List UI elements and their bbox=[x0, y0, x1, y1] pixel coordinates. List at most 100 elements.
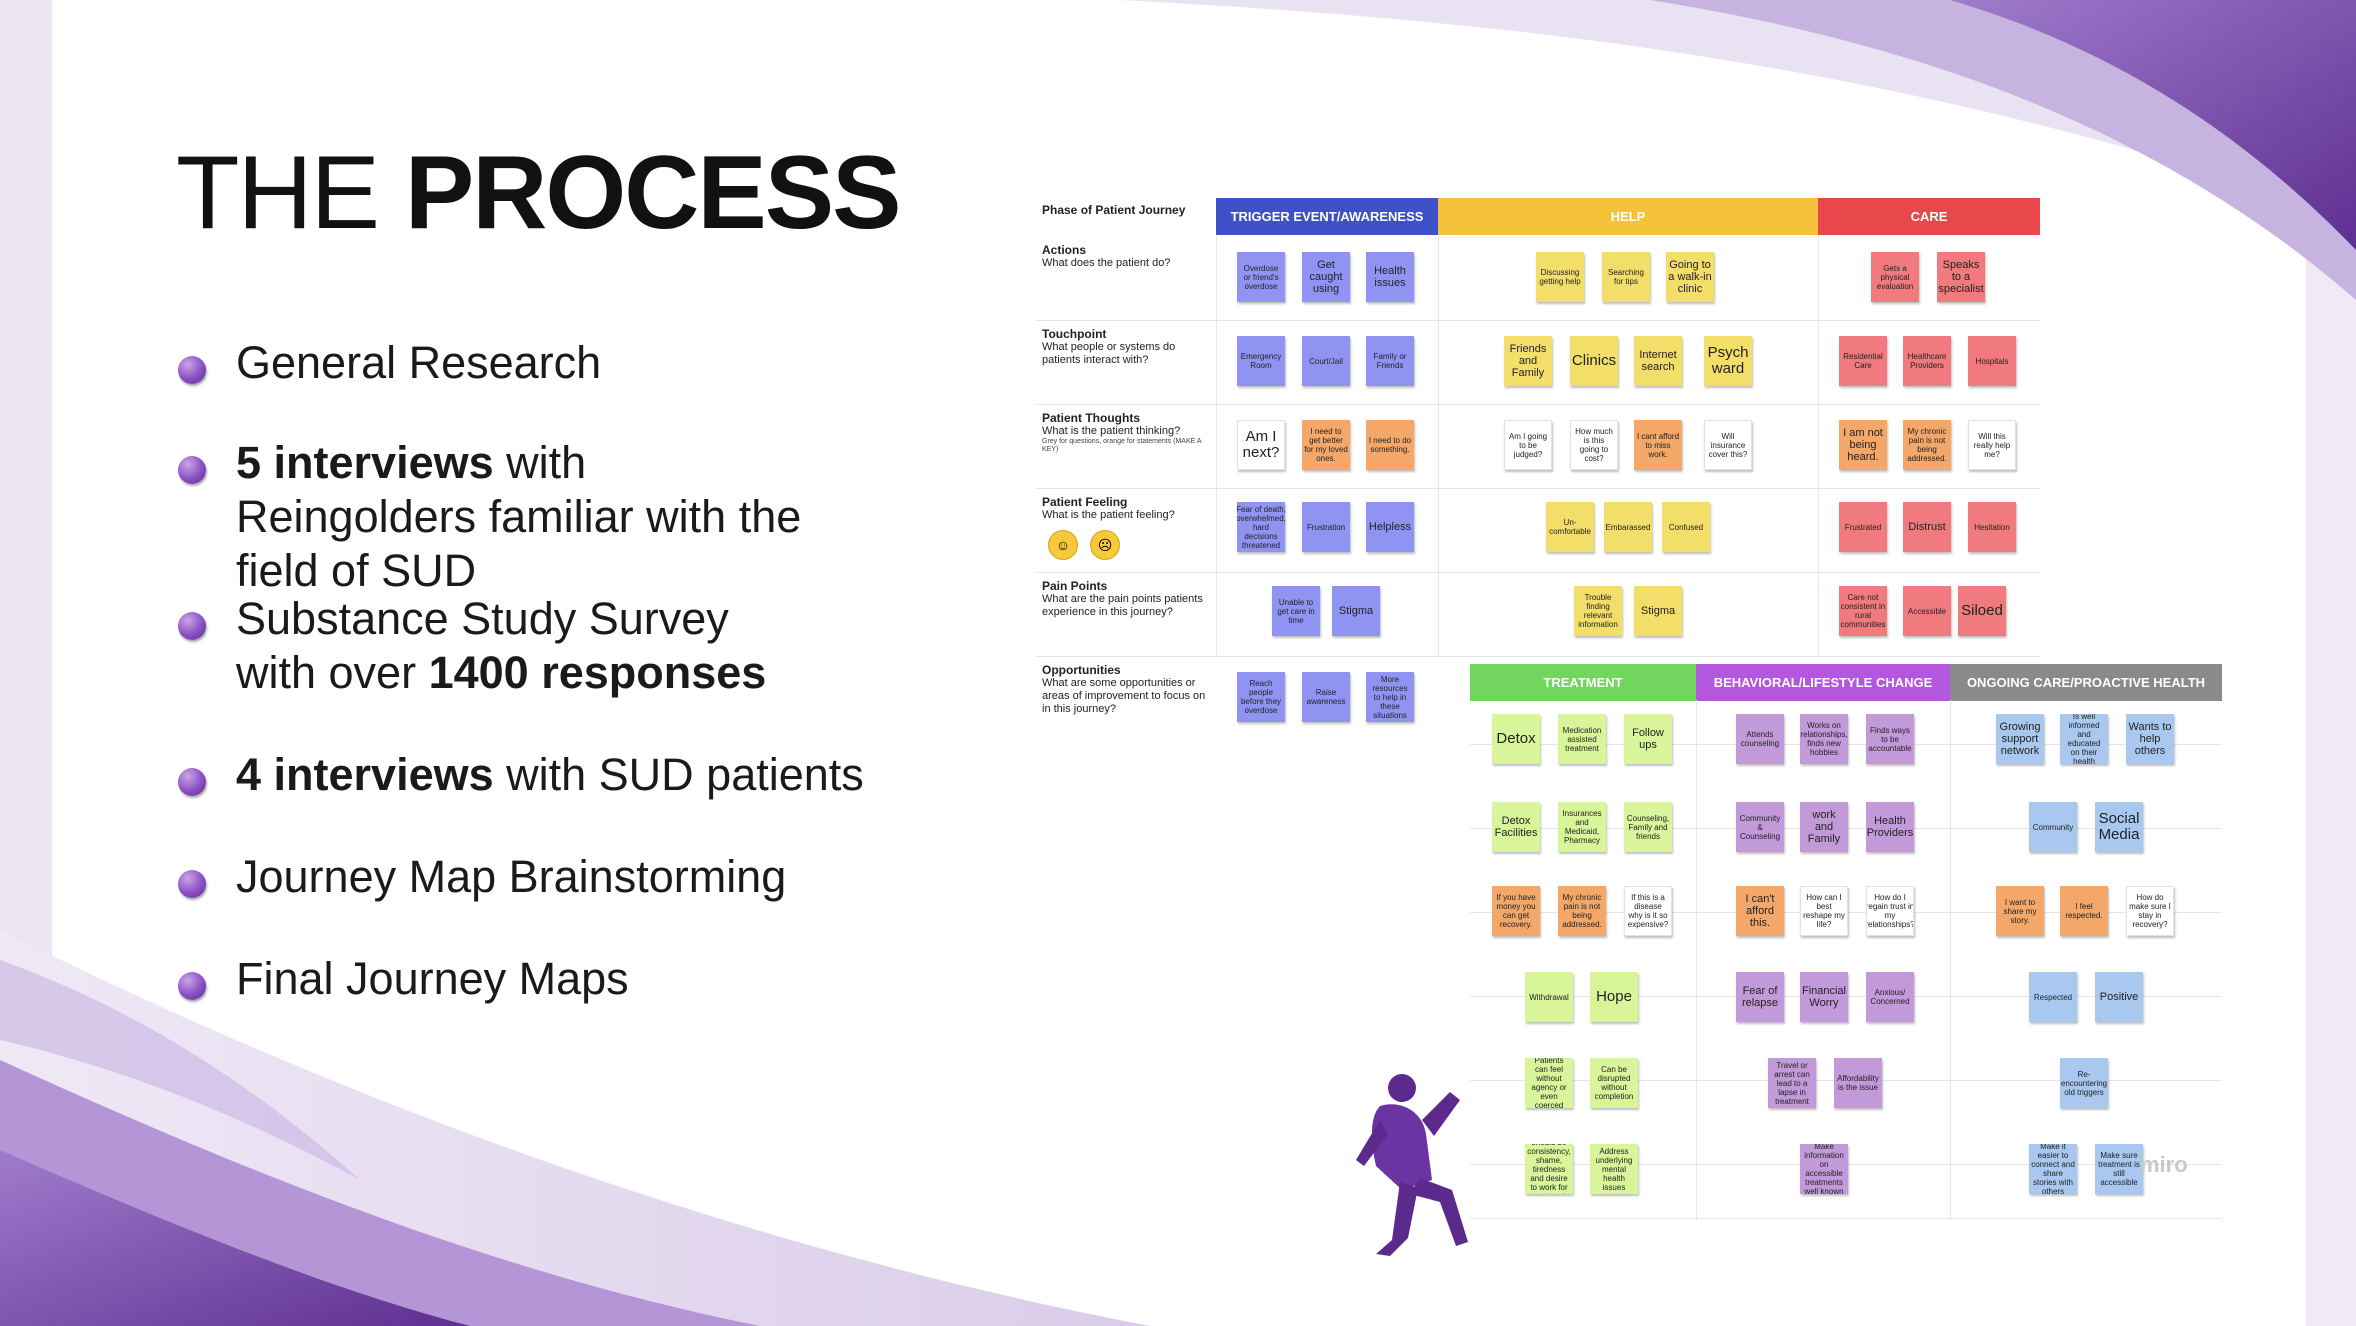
sticky-note: Discussing getting help bbox=[1536, 252, 1584, 302]
sticky-note: Internet search bbox=[1634, 336, 1682, 386]
sticky-note: Community bbox=[2029, 802, 2077, 852]
sticky-note: Embarassed bbox=[1604, 502, 1652, 552]
sticky-note: Fear of relapse bbox=[1736, 972, 1784, 1022]
sticky-note: Get caught using bbox=[1302, 252, 1350, 302]
bullet-item: Final Journey Maps bbox=[178, 952, 629, 1006]
bullet-icon bbox=[178, 870, 206, 898]
sticky-note: Am I next? bbox=[1237, 420, 1285, 470]
sticky-note: Confused bbox=[1662, 502, 1710, 552]
bullet-item: 4 interviews with SUD patients bbox=[178, 748, 864, 802]
bullet-icon bbox=[178, 612, 206, 640]
sticky-note: Reach people before they overdose bbox=[1237, 672, 1285, 722]
sticky-note: Hospitals bbox=[1968, 336, 2016, 386]
sticky-note: My chronic pain is not being addressed. bbox=[1558, 886, 1606, 936]
phase-header: CARE bbox=[1818, 198, 2040, 235]
sticky-note: Make it easier to connect and share stor… bbox=[2029, 1144, 2077, 1194]
sticky-note: Friends and Family bbox=[1504, 336, 1552, 386]
bullet-icon bbox=[178, 356, 206, 384]
sticky-note: Raise awareness bbox=[1302, 672, 1350, 722]
sticky-note: Community & Counseling bbox=[1736, 802, 1784, 852]
sticky-note: Family or Friends bbox=[1366, 336, 1414, 386]
bullet-item: Journey Map Brainstorming bbox=[178, 850, 786, 904]
sticky-note: Make sure treatment is still accessible bbox=[2095, 1144, 2143, 1194]
sticky-note: Un-comfortable bbox=[1546, 502, 1594, 552]
sticky-note: Financial Worry bbox=[1800, 972, 1848, 1022]
sticky-note: Finds ways to be accountable bbox=[1866, 714, 1914, 764]
sticky-note: Attends counseling bbox=[1736, 714, 1784, 764]
sticky-note: Emergency Room bbox=[1237, 336, 1285, 386]
sticky-note: How do I regain trust in my relationship… bbox=[1866, 886, 1914, 936]
page-title: THE PROCESS bbox=[176, 135, 901, 251]
phase-header: TREATMENT bbox=[1470, 664, 1696, 701]
sticky-note: More resources to help in these situatio… bbox=[1366, 672, 1414, 722]
sticky-note: Travel or arrest can lead to a lapse in … bbox=[1768, 1058, 1816, 1108]
sticky-note: Care not consistent in rural communities bbox=[1839, 586, 1887, 636]
sticky-note: Court/Jail bbox=[1302, 336, 1350, 386]
sticky-note: Distrust bbox=[1903, 502, 1951, 552]
sticky-note: How much is this going to cost? bbox=[1570, 420, 1618, 470]
sticky-note: Stigma bbox=[1332, 586, 1380, 636]
phase-header: TRIGGER EVENT/AWARENESS bbox=[1216, 198, 1438, 235]
sticky-note: Unable to get care in time bbox=[1272, 586, 1320, 636]
board-header-label: Phase of Patient Journey bbox=[1042, 203, 1186, 217]
sticky-note: I want to share my story. bbox=[1996, 886, 2044, 936]
sticky-note: Accessible bbox=[1903, 586, 1951, 636]
sticky-note: Health Providers bbox=[1866, 802, 1914, 852]
sticky-note: Speaks to a specialist bbox=[1937, 252, 1985, 302]
phase-header: ONGOING CARE/PROACTIVE HEALTH bbox=[1950, 664, 2222, 701]
sticky-note: Clinics bbox=[1570, 336, 1618, 386]
sticky-note: Anxious/ Concerned bbox=[1866, 972, 1914, 1022]
bullet-icon bbox=[178, 768, 206, 796]
sticky-note: Healthcare Providers bbox=[1903, 336, 1951, 386]
sticky-note: Health issues bbox=[1366, 252, 1414, 302]
sticky-note: Fear of death, overwhelmed, hard decisio… bbox=[1237, 502, 1285, 552]
sticky-note: Gets a physical evaluation bbox=[1871, 252, 1919, 302]
bullet-icon bbox=[178, 972, 206, 1000]
sticky-note: How can I best reshape my life? bbox=[1800, 886, 1848, 936]
sticky-note: Frustrated bbox=[1839, 502, 1887, 552]
sticky-note: If this is a disease why is it so expens… bbox=[1624, 886, 1672, 936]
sticky-note: If you have money you can get recovery. bbox=[1492, 886, 1540, 936]
sticky-note: Follow ups bbox=[1624, 714, 1672, 764]
sticky-note: Will this really help me? bbox=[1968, 420, 2016, 470]
sticky-note: Address should be consistency, shame, ti… bbox=[1525, 1144, 1573, 1194]
sticky-note: Will insurance cover this? bbox=[1704, 420, 1752, 470]
sticky-note: Trouble finding relevant information bbox=[1574, 586, 1622, 636]
sticky-note: Hesitation bbox=[1968, 502, 2016, 552]
mascot-figure bbox=[1356, 1074, 1468, 1256]
sticky-note: Detox bbox=[1492, 714, 1540, 764]
sticky-note: Psych ward bbox=[1704, 336, 1752, 386]
sticky-note: I cant afford to miss work. bbox=[1634, 420, 1682, 470]
phase-header: BEHAVIORAL/LIFESTYLE CHANGE bbox=[1696, 664, 1950, 701]
sticky-note: Counseling, Family and friends bbox=[1624, 802, 1672, 852]
sticky-note: I can't afford this. bbox=[1736, 886, 1784, 936]
bullet-icon bbox=[178, 456, 206, 484]
sticky-note: My chronic pain is not being addressed. bbox=[1903, 420, 1951, 470]
sticky-note: Works on relationships, finds new hobbie… bbox=[1800, 714, 1848, 764]
sticky-note: Positive bbox=[2095, 972, 2143, 1022]
sticky-note: I am not being heard. bbox=[1839, 420, 1887, 470]
emoji-icon: ☺ bbox=[1048, 530, 1078, 560]
sticky-note: How do make sure I stay in recovery? bbox=[2126, 886, 2174, 936]
phase-header: HELP bbox=[1438, 198, 1818, 235]
sticky-note: Can be disrupted without completion bbox=[1590, 1058, 1638, 1108]
sticky-note: Residential Care bbox=[1839, 336, 1887, 386]
sticky-note: work and Family bbox=[1800, 802, 1848, 852]
sticky-note: Patients can feel without agency or even… bbox=[1525, 1058, 1573, 1108]
emoji-icon: ☹ bbox=[1090, 530, 1120, 560]
sticky-note: Helpless bbox=[1366, 502, 1414, 552]
sticky-note: Withdrawal bbox=[1525, 972, 1573, 1022]
sticky-note: Growing support network bbox=[1996, 714, 2044, 764]
sticky-note: Am I going to be judged? bbox=[1504, 420, 1552, 470]
bullet-item: General Research bbox=[178, 336, 601, 390]
sticky-note: Insurances and Medicaid, Pharmacy bbox=[1558, 802, 1606, 852]
sticky-note: Is well informed and educated on their h… bbox=[2060, 714, 2108, 764]
sticky-note: Detox Facilities bbox=[1492, 802, 1540, 852]
sticky-note: Re-encountering old triggers bbox=[2060, 1058, 2108, 1108]
sticky-note: Overdose or friend's overdose bbox=[1237, 252, 1285, 302]
